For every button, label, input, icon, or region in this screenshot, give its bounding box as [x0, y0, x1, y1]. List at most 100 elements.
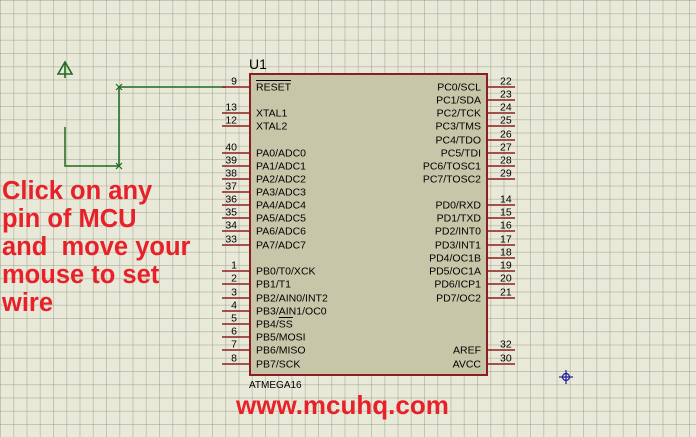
pin-label: PC4/TDO	[435, 135, 481, 147]
pin-label: PA3/ADC3	[256, 187, 306, 199]
pin-label: PD0/RXD	[435, 200, 481, 212]
power-terminal-icon[interactable]	[56, 60, 74, 78]
pin-number: 36	[225, 194, 237, 206]
pin-label: AREF	[453, 345, 481, 357]
pin-number: 34	[225, 220, 237, 232]
pin-number: 28	[500, 155, 512, 167]
pin-number: 13	[225, 102, 237, 114]
pin-label: PA1/ADC1	[256, 161, 306, 173]
pin-number: 24	[500, 102, 512, 114]
mcu-chip-body[interactable]	[249, 73, 488, 376]
pin-number: 2	[231, 273, 237, 285]
pin-number: 18	[500, 247, 512, 259]
pin-label: PB0/T0/XCK	[256, 266, 316, 278]
pin-number: 12	[225, 115, 237, 127]
pin-number: 23	[500, 89, 512, 101]
pin-number: 40	[225, 142, 237, 154]
pin-number: 3	[231, 287, 237, 299]
pin-number: 30	[500, 353, 512, 365]
pin-number: 4	[231, 300, 237, 312]
pin-label: PA2/ADC2	[256, 174, 306, 186]
pin-number: 8	[231, 353, 237, 365]
pin-number: 19	[500, 260, 512, 272]
pin-label: PD1/TXD	[437, 213, 482, 225]
pin-label: PD2/INT0	[435, 226, 481, 238]
component-ref: U1	[249, 56, 267, 72]
pin-label: RESET	[256, 82, 292, 94]
pin-number: 1	[231, 260, 237, 272]
pin-label: XTAL2	[256, 121, 287, 133]
pin-number: 15	[500, 207, 512, 219]
crosshair-cursor-icon	[559, 370, 573, 384]
pin-label: AVCC	[453, 359, 482, 371]
pin-label: PB5/MOSI	[256, 332, 306, 344]
pin-label: PD5/OC1A	[429, 266, 481, 278]
component-part: ATMEGA16	[249, 380, 302, 391]
pin-label: PD7/OC2	[436, 293, 481, 305]
pin-number: 37	[225, 181, 237, 193]
pin-number: 35	[225, 207, 237, 219]
pin-number: 29	[500, 168, 512, 180]
wire-segment-left[interactable]	[64, 127, 119, 167]
pin-label: PC0/SCL	[437, 82, 481, 94]
pin-number: 33	[225, 234, 237, 246]
pin-label: PC3/TMS	[435, 121, 481, 133]
wire-node-markers	[115, 83, 123, 170]
right-pin-group: 22PC0/SCL23PC1/SDA24PC2/TCK25PC3/TMS26PC…	[423, 76, 515, 371]
pin-label: PC5/TDI	[441, 148, 481, 160]
pin-label: PD4/OC1B	[429, 253, 481, 265]
pin-number: 22	[500, 76, 512, 88]
pin-number: 14	[500, 194, 512, 206]
pin-number: 39	[225, 155, 237, 167]
pin-number: 9	[231, 76, 237, 88]
pin-number: 20	[500, 273, 512, 285]
pin-number: 17	[500, 234, 512, 246]
pin-label: PA4/ADC4	[256, 200, 306, 212]
pin-number: 16	[500, 220, 512, 232]
pin-label: PC6/TOSC1	[423, 161, 481, 173]
website-url: www.mcuhq.com	[236, 390, 449, 420]
pin-number: 38	[225, 168, 237, 180]
pin-label: PB7/SCK	[256, 359, 300, 371]
wire-in-progress[interactable]	[118, 86, 226, 166]
pin-label: PA6/ADC6	[256, 226, 306, 238]
